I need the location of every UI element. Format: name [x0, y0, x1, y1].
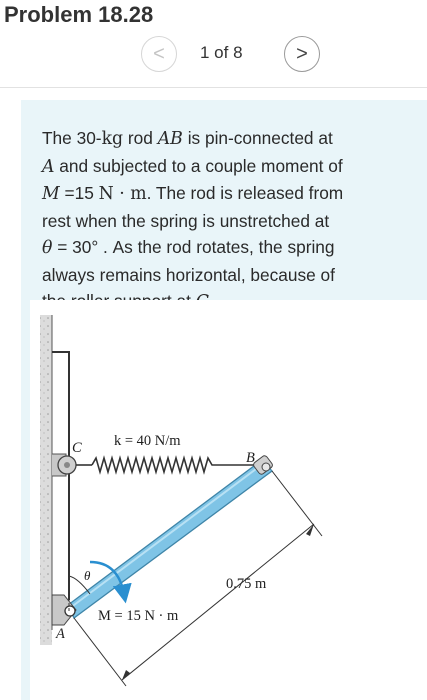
spring-constant-label: k = 40 N/m — [114, 433, 181, 449]
wall-face — [40, 315, 52, 645]
pin-a — [64, 605, 76, 617]
point-a-label: A — [56, 626, 65, 642]
moment-arrow — [89, 560, 132, 604]
page-indicator: 1 of 8 — [200, 43, 243, 62]
theta-arc — [68, 575, 91, 595]
point-c-label: C — [72, 440, 82, 456]
problem-statement: The 30-kg rod AB is pin-connected at A a… — [42, 128, 344, 312]
rod-ab — [67, 459, 273, 619]
chevron-right-icon: > — [296, 42, 308, 65]
pagination: < 1 of 8 > — [0, 36, 427, 76]
dimension-line — [121, 523, 315, 681]
problem-figure: k = 40 N/m C B A θ 0.75 m M = 15 N · m — [30, 300, 427, 700]
rod-spring-diagram — [40, 315, 323, 687]
header-divider — [0, 87, 427, 88]
length-label: 0.75 m — [226, 576, 267, 592]
spring — [91, 455, 262, 475]
chevron-left-icon: < — [153, 42, 165, 65]
pin-support-a — [51, 594, 77, 626]
next-button[interactable]: > — [284, 36, 320, 72]
theta-label: θ — [84, 568, 91, 583]
roller-guide — [52, 351, 70, 600]
previous-button[interactable]: < — [141, 36, 177, 72]
moment-label: M = 15 N · m — [98, 608, 179, 624]
point-b-label: B — [246, 450, 255, 466]
page-title: Problem 18.28 — [4, 2, 154, 27]
